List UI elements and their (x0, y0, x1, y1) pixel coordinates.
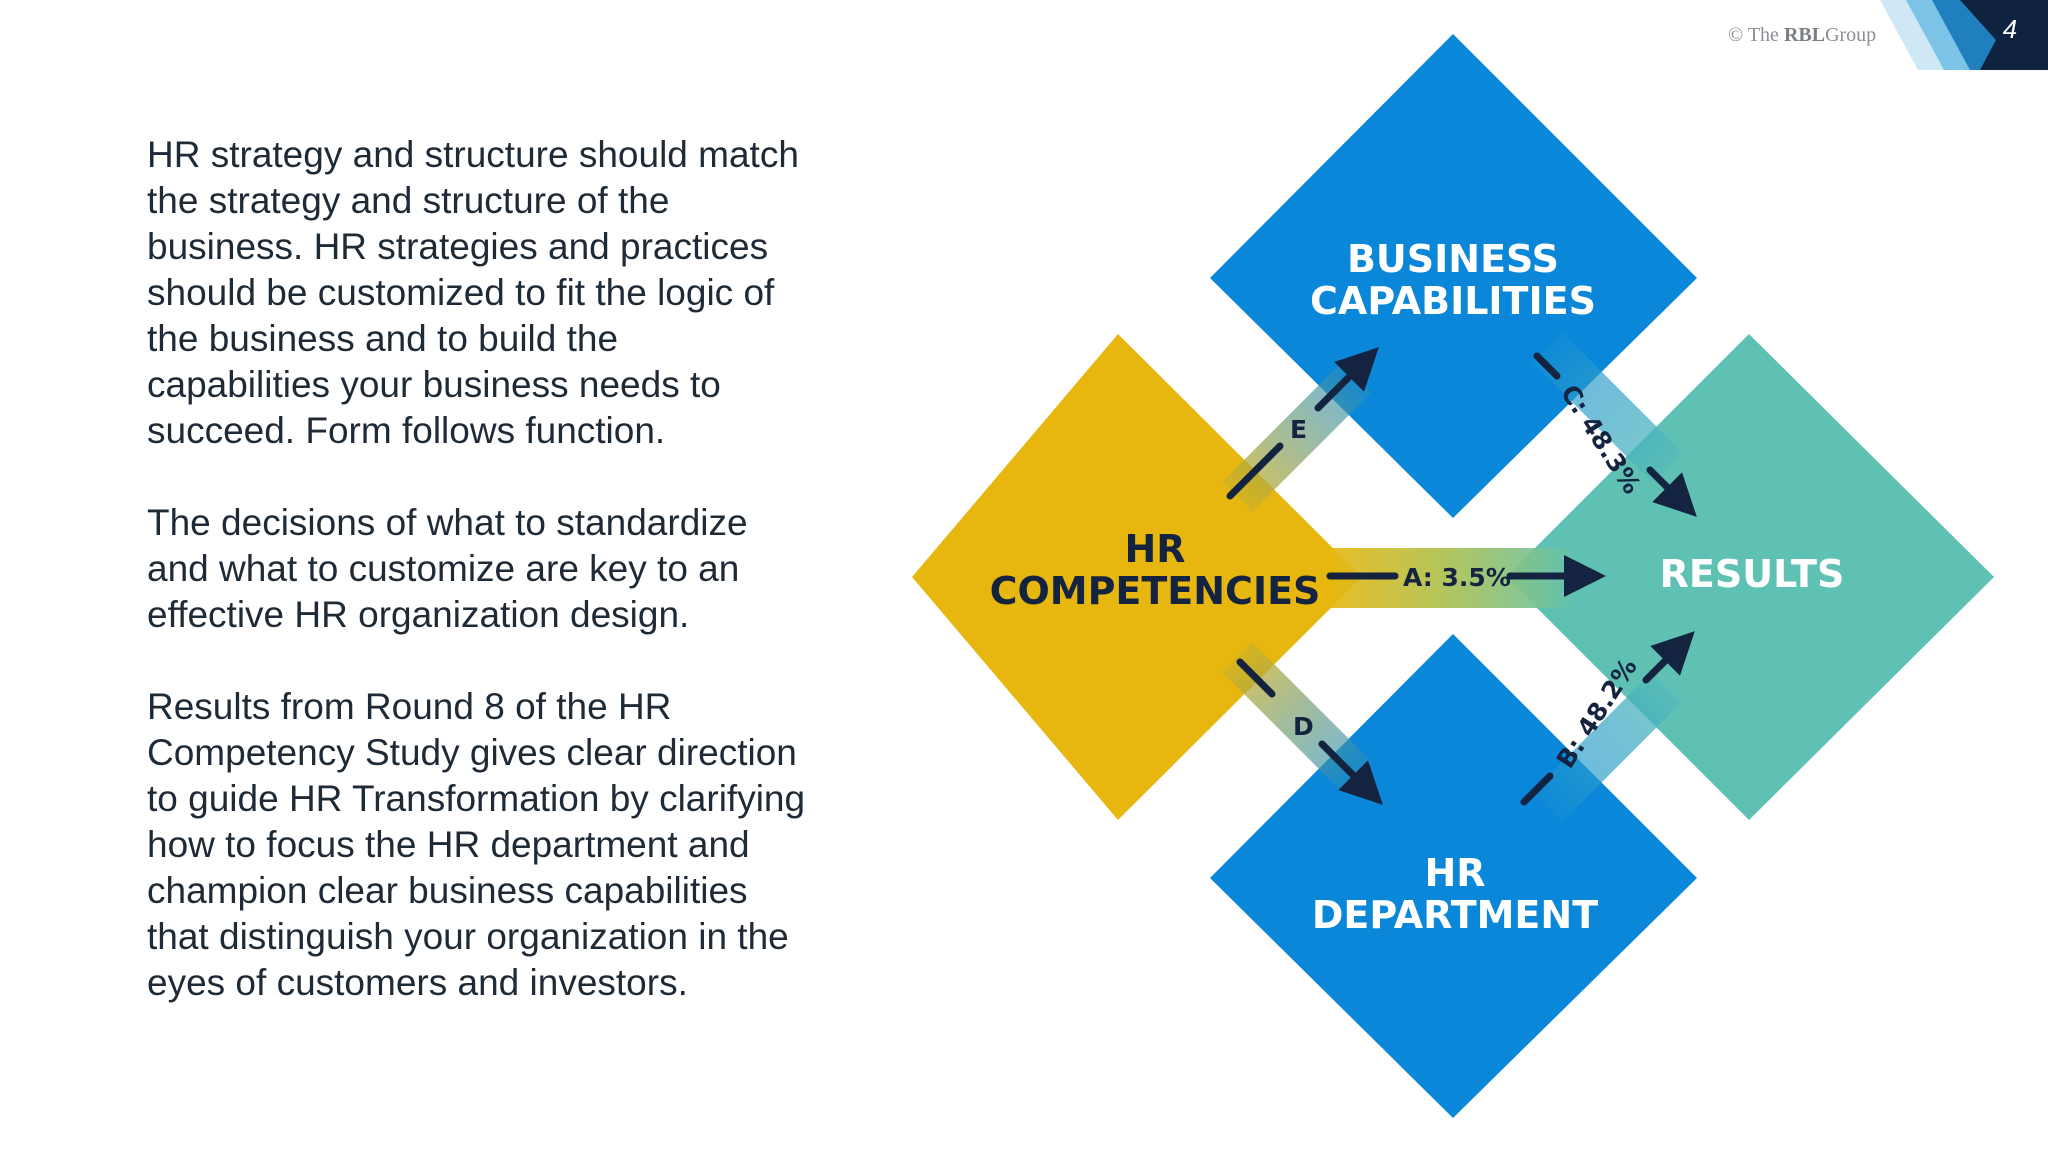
copyright-prefix: © The (1728, 24, 1784, 46)
arrow-b (1642, 631, 1695, 684)
arrow-c-tail (1533, 352, 1561, 380)
node-label-hr-competencies-line1: HR (1124, 527, 1185, 571)
body-text: HR strategy and structure should match t… (147, 132, 807, 1052)
arrow-d-tail (1236, 658, 1276, 698)
copyright-suffix: Group (1825, 24, 1877, 46)
paragraph-strategy: HR strategy and structure should match t… (147, 134, 799, 451)
copyright-brand: RBL (1783, 24, 1826, 46)
page-number: 4 (2002, 14, 2018, 44)
paragraph-standardize: The decisions of what to standardize and… (147, 502, 748, 635)
diamond-hr-department (1210, 634, 1697, 1118)
arrow-c (1646, 466, 1697, 517)
node-label-hr-department-line1: HR (1424, 851, 1485, 895)
connector-band-b (1532, 672, 1682, 822)
node-label-business-line1: BUSINESS (1347, 237, 1559, 281)
arrow-e (1314, 347, 1379, 412)
node-label-hr-competencies-line2: COMPETENCIES (990, 569, 1321, 613)
edge-label-a: A: 3.5% (1403, 563, 1511, 592)
node-label-hr-department-line2: DEPARTMENT (1312, 893, 1598, 937)
connector-band-e (1222, 362, 1372, 512)
connector-band-a (1330, 548, 1580, 608)
node-label-results: RESULTS (1660, 552, 1845, 596)
diamond-hr-competencies (912, 334, 1362, 820)
corner-decoration (1880, 0, 2048, 70)
edge-label-e: E (1290, 415, 1307, 444)
edge-label-d: D (1293, 712, 1314, 741)
arrow-e-tail (1226, 442, 1284, 500)
node-label-business-line2: CAPABILITIES (1310, 279, 1596, 323)
connector-band-c (1532, 332, 1682, 482)
arrow-b-tail (1520, 772, 1554, 806)
arrow-d (1318, 740, 1383, 805)
copyright-notice: © The RBLGroup (1728, 24, 1876, 47)
paragraph-results: Results from Round 8 of the HR Competenc… (147, 686, 806, 1003)
